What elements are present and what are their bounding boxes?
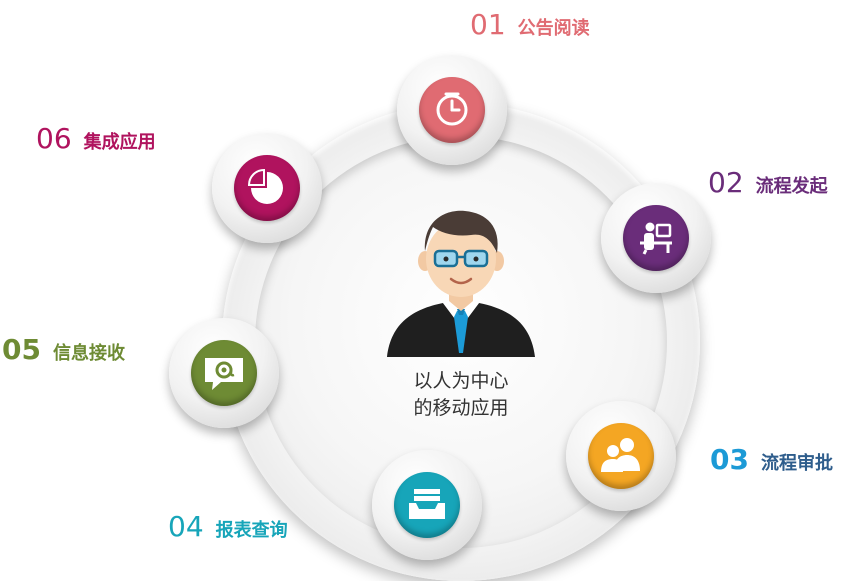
label-03-number: 03	[710, 443, 749, 476]
label-04-number: 04	[168, 510, 204, 543]
at-message-icon	[205, 358, 243, 390]
label-03: 03 流程审批	[710, 443, 833, 476]
node-06-core	[234, 155, 300, 221]
node-03	[566, 401, 676, 511]
person-at-desk-icon	[640, 222, 672, 255]
users-icon	[601, 438, 640, 472]
label-06-number: 06	[36, 122, 72, 155]
label-02-text: 流程发起	[755, 176, 828, 197]
node-03-core	[588, 423, 654, 489]
inbox-tray-icon	[409, 489, 445, 519]
node-05-core	[191, 340, 257, 406]
label-05-number: 05	[2, 333, 41, 366]
center-caption-line1: 以人为中心	[413, 370, 509, 392]
label-01-text: 公告阅读	[517, 18, 590, 39]
businessman-icon	[387, 210, 535, 357]
label-05: 05 信息接收	[2, 333, 125, 366]
node-02-core	[623, 205, 689, 271]
center-caption-line2: 的移动应用	[413, 397, 509, 419]
pie-chart-icon	[247, 168, 283, 204]
node-01-core	[419, 77, 485, 143]
node-06	[212, 133, 322, 243]
label-06: 06 集成应用	[36, 122, 156, 155]
label-05-text: 信息接收	[52, 343, 125, 364]
label-04-text: 报表查询	[215, 520, 288, 541]
label-02-number: 02	[708, 166, 744, 199]
center-caption: 以人为中心 的移动应用	[361, 368, 561, 422]
node-01	[397, 55, 507, 165]
label-03-text: 流程审批	[760, 453, 833, 474]
node-05	[169, 318, 279, 428]
label-04: 04 报表查询	[168, 510, 288, 543]
label-01: 01 公告阅读	[470, 8, 590, 41]
node-04	[372, 450, 482, 560]
node-04-core	[394, 472, 460, 538]
label-06-text: 集成应用	[83, 132, 156, 153]
label-01-number: 01	[470, 8, 506, 41]
node-02	[601, 183, 711, 293]
label-02: 02 流程发起	[708, 166, 828, 199]
clock-icon	[436, 92, 468, 126]
